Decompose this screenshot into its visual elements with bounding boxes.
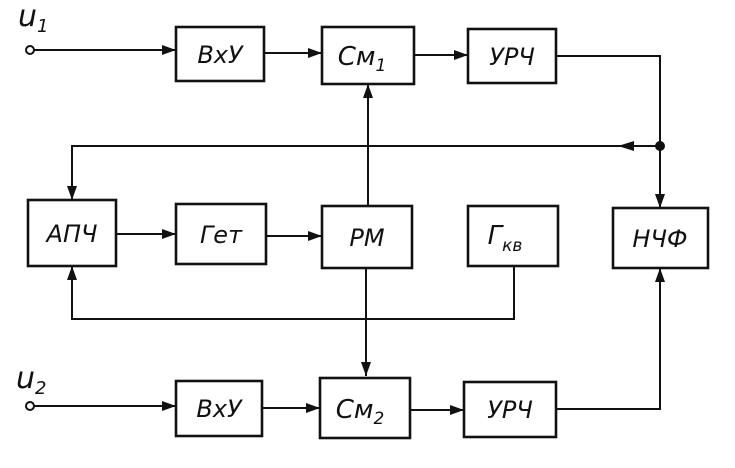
block-vxu-1: ВхУ xyxy=(174,25,266,83)
block-rm: РМ xyxy=(320,204,414,270)
block-cm-2: См2 xyxy=(318,376,412,440)
arrow-into-cm2 xyxy=(306,403,320,413)
wire-urch1-to-node xyxy=(556,55,661,146)
block-cm-1: См1 xyxy=(320,25,416,86)
junction-node xyxy=(655,141,665,151)
block-label-cm-1: См1 xyxy=(338,42,387,76)
arrow-rm-to-cm2 xyxy=(361,362,371,376)
arrow-into-nchf-bottom xyxy=(655,268,665,282)
wire-gkv-to-apch xyxy=(71,266,515,320)
input-label-u1: u1 xyxy=(18,0,48,37)
arrowheads xyxy=(67,45,665,415)
arrow-into-cm1 xyxy=(308,48,322,58)
block-label-vxu-2: ВхУ xyxy=(196,395,243,423)
arrow-into-vxu2 xyxy=(162,401,176,411)
arrow-into-apch-bottom xyxy=(67,266,77,280)
block-label-cm-2: См2 xyxy=(336,395,385,429)
block-label-urch-2: УРЧ xyxy=(487,396,533,424)
input-terminal-u1 xyxy=(25,45,35,55)
arrow-into-apch-top xyxy=(67,186,77,200)
block-gkv: Гкв xyxy=(466,204,560,268)
block-label-nchf: НЧФ xyxy=(632,225,687,253)
block-get: Гет xyxy=(174,202,268,266)
wire-node-to-apch xyxy=(71,145,660,200)
block-label-rm: РМ xyxy=(349,224,384,252)
arrow-into-vxu1 xyxy=(162,45,176,55)
block-label-vxu-1: ВхУ xyxy=(197,41,244,69)
arrow-into-urch1 xyxy=(454,50,468,60)
block-nchf: НЧФ xyxy=(611,206,710,270)
block-urch-1: УРЧ xyxy=(466,27,558,85)
terminals xyxy=(25,45,665,411)
block-label-urch-1: УРЧ xyxy=(489,43,535,71)
arrow-into-get xyxy=(162,229,176,239)
block-label-get: Гет xyxy=(200,221,243,249)
input-label-u2: u2 xyxy=(16,361,46,399)
block-label-gkv: Гкв xyxy=(488,221,523,256)
block-label-apch: АПЧ xyxy=(45,220,98,248)
arrow-rm-to-cm1 xyxy=(363,84,373,98)
input-terminal-u2 xyxy=(25,401,35,411)
arrow-into-rm xyxy=(308,231,322,241)
block-urch-2: УРЧ xyxy=(462,380,558,439)
arrow-feedback-left xyxy=(618,141,634,151)
arrow-into-nchf-top xyxy=(655,194,665,208)
wire-urch2-to-nchf xyxy=(556,268,661,410)
arrow-into-urch2 xyxy=(450,405,464,415)
block-apch: АПЧ xyxy=(26,198,118,268)
block-vxu-2: ВхУ xyxy=(174,379,264,438)
